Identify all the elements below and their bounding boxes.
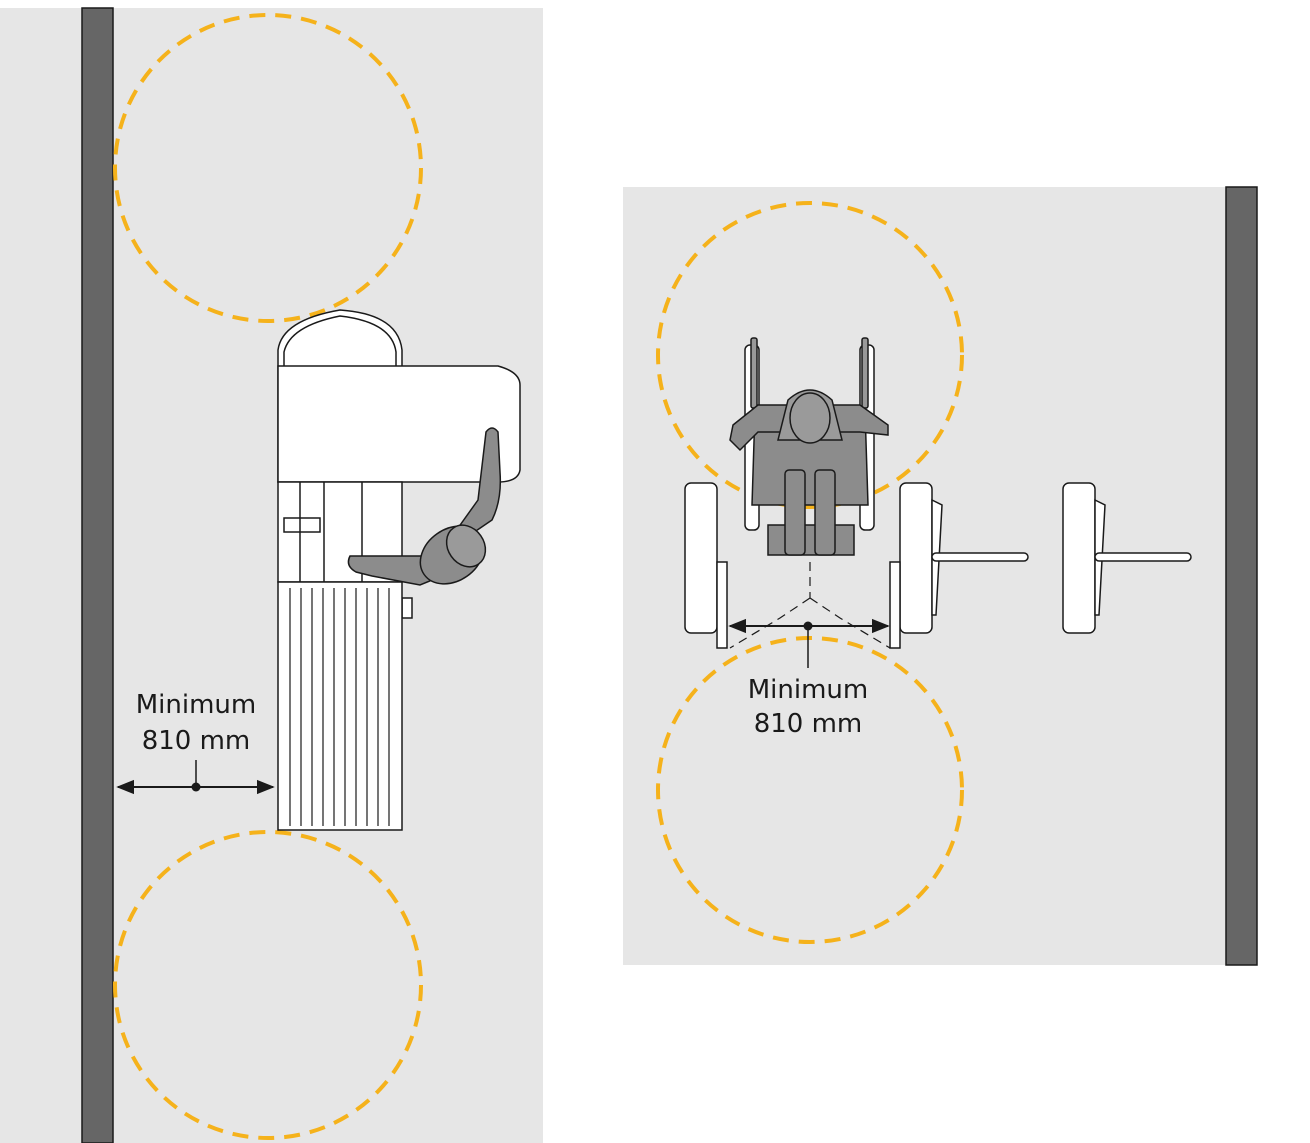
- turning-circle-lower: [656, 636, 964, 944]
- counter-base-slats: [289, 588, 390, 826]
- turning-circle-bottom: [113, 830, 423, 1140]
- right-wall: [1225, 186, 1258, 966]
- turning-circle-top: [113, 13, 423, 323]
- gate-arm-middle: [931, 552, 1029, 562]
- left-panel: Minimum 810 mm: [0, 7, 543, 1143]
- right-dimension-label-line2: 810 mm: [754, 709, 863, 739]
- counter-top-cap-inner: [283, 315, 397, 366]
- turning-circle-upper: [656, 201, 964, 509]
- gate-panel-middle: [899, 482, 933, 634]
- right-dimension-dot: [803, 621, 813, 631]
- gate-arm-right: [1094, 552, 1192, 562]
- counter-side-knob: [401, 597, 413, 619]
- counter-slot: [283, 517, 321, 533]
- left-dimension: Minimum 810 mm: [116, 690, 275, 795]
- left-dimension-label-line1: Minimum: [136, 690, 257, 720]
- standing-person-icon: [347, 427, 502, 586]
- gate-panel-left: [684, 482, 718, 634]
- right-panel: Minimum 810 mm: [623, 186, 1258, 966]
- counter-base: [277, 581, 403, 831]
- left-dimension-dot: [191, 782, 201, 792]
- counter-unit: [277, 309, 521, 831]
- left-dimension-label-line2: 810 mm: [142, 726, 251, 756]
- turnstile-gates: [684, 482, 1192, 649]
- right-dimension-label-line1: Minimum: [748, 675, 869, 705]
- gate-panel-left-edge: [716, 561, 728, 649]
- left-wall: [81, 7, 114, 1143]
- counter-shelf: [277, 365, 521, 483]
- wheelchair-user-icon: [729, 337, 889, 556]
- right-floor-area: [623, 187, 1257, 965]
- gate-panel-right: [1062, 482, 1096, 634]
- right-dimension: Minimum 810 mm: [728, 618, 890, 739]
- gate-panel-middle-edge: [889, 561, 901, 649]
- sight-lines: [729, 562, 891, 649]
